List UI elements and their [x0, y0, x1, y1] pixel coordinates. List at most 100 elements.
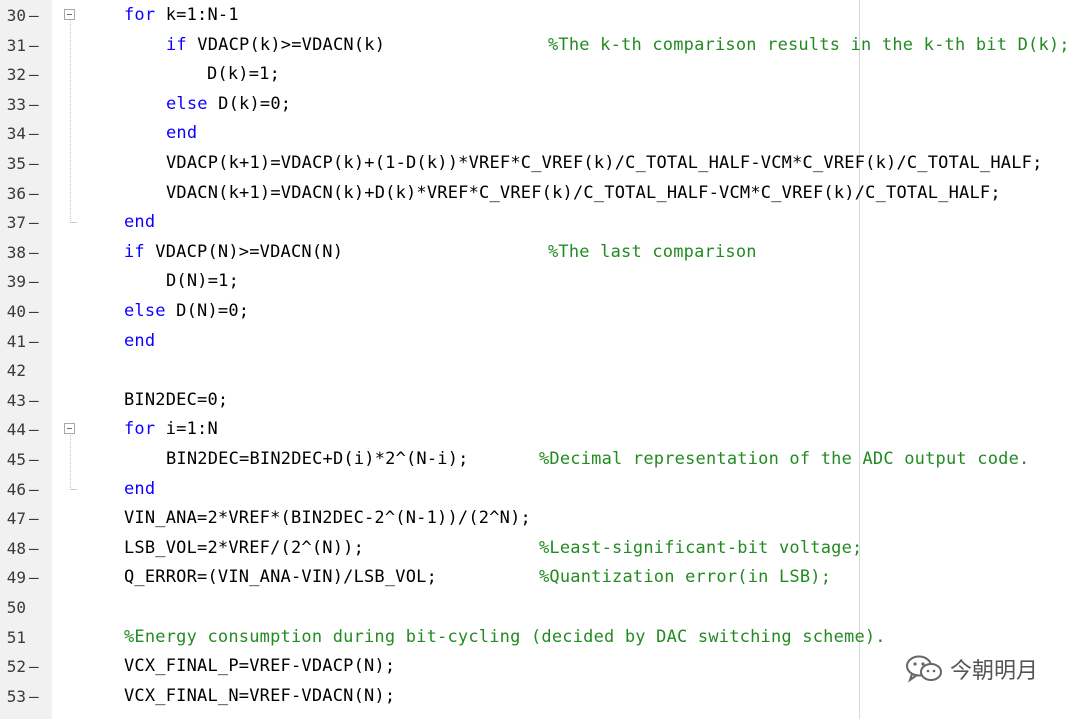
- code-text[interactable]: else D(k)=0;: [166, 90, 291, 120]
- breakpoint-marker[interactable]: –: [29, 538, 39, 558]
- code-line[interactable]: 48–LSB_VOL=2*VREF/(2^(N));%Least-signifi…: [0, 534, 1080, 564]
- breakpoint-marker[interactable]: –: [29, 242, 39, 262]
- code-body: BIN2DEC=0;: [124, 389, 229, 410]
- fold-toggle-icon[interactable]: [64, 423, 75, 435]
- line-number[interactable]: 32: [6, 65, 26, 85]
- breakpoint-marker[interactable]: –: [29, 183, 39, 203]
- line-number[interactable]: 52: [6, 657, 26, 677]
- right-margin-line: [859, 0, 860, 719]
- code-text[interactable]: for i=1:N: [124, 415, 218, 445]
- code-text[interactable]: end: [166, 119, 197, 149]
- line-number[interactable]: 31: [6, 35, 26, 55]
- code-line[interactable]: 30– for k=1:N-1: [0, 1, 1080, 31]
- code-line[interactable]: 41– end: [0, 327, 1080, 357]
- code-line[interactable]: 53– VCX_FINAL_N=VREF-VDACN(N);: [0, 682, 1080, 712]
- breakpoint-marker[interactable]: –: [29, 657, 39, 677]
- code-line[interactable]: 39– D(N)=1;: [0, 267, 1080, 297]
- line-number[interactable]: 38: [6, 242, 26, 262]
- code-text[interactable]: VDACN(k+1)=VDACN(k)+D(k)*VREF*C_VREF(k)/…: [166, 179, 1001, 209]
- breakpoint-marker[interactable]: –: [29, 420, 39, 440]
- code-line[interactable]: 46– end: [0, 475, 1080, 505]
- line-number[interactable]: 34: [6, 124, 26, 144]
- breakpoint-marker[interactable]: –: [29, 154, 39, 173]
- code-text[interactable]: VCX_FINAL_P=VREF-VDACP(N);: [124, 652, 395, 682]
- code-line[interactable]: 47– VIN_ANA=2*VREF*(BIN2DEC-2^(N-1))/(2^N…: [0, 504, 1080, 534]
- line-number[interactable]: 30: [6, 6, 26, 25]
- code-text[interactable]: D(N)=1;: [166, 267, 239, 297]
- breakpoint-marker[interactable]: –: [29, 331, 39, 351]
- line-number[interactable]: 42: [6, 361, 26, 381]
- line-number[interactable]: 50: [6, 598, 26, 617]
- line-number[interactable]: 47: [6, 509, 26, 529]
- breakpoint-marker[interactable]: –: [29, 6, 39, 25]
- code-line[interactable]: 37– end: [0, 208, 1080, 238]
- code-line[interactable]: 35– VDACP(k+1)=VDACP(k)+(1-D(k))*VREF*C_V…: [0, 149, 1080, 179]
- code-line[interactable]: 36– VDACN(k+1)=VDACN(k)+D(k)*VREF*C_VREF(…: [0, 179, 1080, 209]
- line-number[interactable]: 49: [6, 568, 26, 588]
- line-number[interactable]: 45: [6, 450, 26, 469]
- breakpoint-marker[interactable]: –: [29, 213, 39, 233]
- line-number[interactable]: 39: [6, 272, 26, 292]
- breakpoint-marker[interactable]: –: [29, 509, 39, 529]
- line-number-gutter: [0, 0, 52, 719]
- code-text[interactable]: end: [124, 327, 155, 357]
- code-line[interactable]: 33– else D(k)=0;: [0, 90, 1080, 120]
- code-line[interactable]: 31–if VDACP(k)>=VDACN(k)%The k-th compar…: [0, 31, 1080, 61]
- code-text[interactable]: end: [124, 208, 155, 238]
- code-line[interactable]: 44– for i=1:N: [0, 415, 1080, 445]
- breakpoint-marker[interactable]: –: [29, 35, 39, 55]
- code-text[interactable]: VIN_ANA=2*VREF*(BIN2DEC-2^(N-1))/(2^N);: [124, 504, 531, 534]
- code-text[interactable]: Q_ERROR=(VIN_ANA-VIN)/LSB_VOL;: [124, 563, 437, 593]
- code-line[interactable]: 51%Energy consumption during bit-cycling…: [0, 623, 1080, 653]
- code-comment: %Decimal representation of the ADC outpu…: [539, 449, 1030, 469]
- breakpoint-marker[interactable]: –: [29, 302, 39, 321]
- code-comment: %The last comparison: [548, 241, 757, 262]
- line-number[interactable]: 51: [6, 627, 26, 647]
- code-line[interactable]: 32– D(k)=1;: [0, 60, 1080, 90]
- code-line[interactable]: 38– if VDACP(N)>=VDACN(N) %The last compar…: [0, 238, 1080, 268]
- line-number[interactable]: 43: [6, 390, 26, 410]
- code-text[interactable]: for k=1:N-1: [124, 1, 239, 31]
- line-number[interactable]: 40: [6, 302, 26, 321]
- breakpoint-marker[interactable]: –: [29, 450, 39, 469]
- code-text[interactable]: D(k)=1;: [207, 60, 280, 90]
- line-number[interactable]: 36: [6, 183, 26, 203]
- line-number[interactable]: 41: [6, 331, 26, 351]
- code-line[interactable]: 34– end: [0, 119, 1080, 149]
- line-number[interactable]: 35: [6, 154, 26, 173]
- breakpoint-marker[interactable]: –: [29, 390, 39, 410]
- code-line[interactable]: 45– BIN2DEC=BIN2DEC+D(i)*2^(N-i); %Decimal…: [0, 445, 1080, 475]
- code-text[interactable]: VDACP(k+1)=VDACP(k)+(1-D(k))*VREF*C_VREF…: [166, 149, 1043, 179]
- code-text[interactable]: if VDACP(k)>=VDACN(k): [166, 31, 385, 61]
- line-number[interactable]: 46: [6, 479, 26, 499]
- code-text[interactable]: if VDACP(N)>=VDACN(N): [124, 238, 343, 268]
- code-text[interactable]: else D(N)=0;: [124, 297, 249, 327]
- line-number[interactable]: 44: [6, 420, 26, 440]
- breakpoint-marker[interactable]: –: [29, 568, 39, 588]
- breakpoint-marker[interactable]: –: [29, 272, 39, 292]
- keyword: if: [166, 34, 187, 55]
- breakpoint-marker[interactable]: –: [29, 124, 39, 144]
- line-number[interactable]: 37: [6, 213, 26, 233]
- code-text[interactable]: end: [124, 475, 155, 505]
- code-text[interactable]: BIN2DEC=0;: [124, 386, 228, 416]
- code-line[interactable]: 52– VCX_FINAL_P=VREF-VDACP(N);: [0, 652, 1080, 682]
- code-line[interactable]: 43– BIN2DEC=0;: [0, 386, 1080, 416]
- breakpoint-marker[interactable]: –: [29, 479, 39, 499]
- code-text[interactable]: LSB_VOL=2*VREF/(2^(N));: [124, 534, 364, 564]
- code-text[interactable]: VCX_FINAL_N=VREF-VDACN(N);: [124, 682, 395, 712]
- code-line[interactable]: 42: [0, 356, 1080, 386]
- breakpoint-marker[interactable]: –: [29, 686, 39, 706]
- line-number[interactable]: 48: [6, 538, 26, 558]
- code-line[interactable]: 40– else D(N)=0;: [0, 297, 1080, 327]
- code-line[interactable]: 50: [0, 593, 1080, 623]
- code-body: VCX_FINAL_P=VREF-VDACP(N);: [124, 656, 396, 677]
- code-body: D(k)=1;: [207, 64, 281, 85]
- line-number[interactable]: 33: [6, 94, 26, 114]
- code-text[interactable]: BIN2DEC=BIN2DEC+D(i)*2^(N-i);: [166, 445, 469, 475]
- line-number[interactable]: 53: [6, 686, 26, 706]
- code-line[interactable]: 49–Q_ERROR=(VIN_ANA-VIN)/LSB_VOL;%Quanti…: [0, 563, 1080, 593]
- breakpoint-marker[interactable]: –: [29, 65, 39, 85]
- fold-toggle-icon[interactable]: [64, 9, 75, 20]
- breakpoint-marker[interactable]: –: [29, 94, 39, 114]
